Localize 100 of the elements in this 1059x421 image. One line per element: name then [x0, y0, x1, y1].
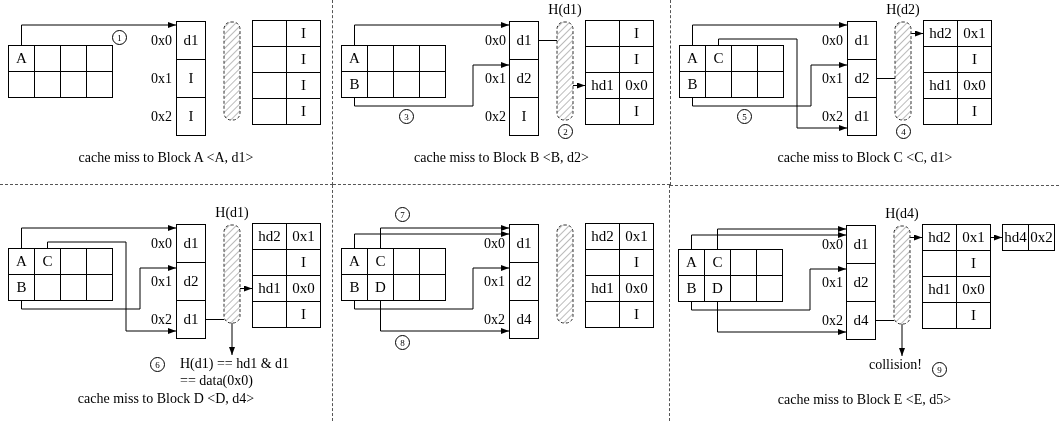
arrow: [21, 265, 177, 310]
data-cell: d2: [509, 262, 539, 301]
callout-number: 5: [737, 109, 752, 124]
address-label: 0x2: [484, 311, 505, 328]
table-cell: [757, 71, 784, 98]
data-cell: d4: [846, 301, 876, 340]
table-cell: [86, 71, 113, 98]
data-cell: d1: [176, 300, 206, 339]
arrow: [354, 62, 510, 107]
address-label: 0x0: [484, 235, 505, 252]
callout-number: 4: [896, 124, 911, 139]
data-cell: d2: [176, 262, 206, 301]
table-cell: [923, 98, 958, 125]
collision-label: collision!: [869, 356, 935, 374]
arrow: [572, 82, 586, 89]
table-cell: [86, 45, 113, 72]
arrow: [380, 225, 510, 249]
address-label: 0x1: [822, 274, 843, 291]
table-cell: [252, 301, 287, 328]
arrow: [354, 265, 510, 310]
panel-label: cache miss to Block D <D, d4>: [77, 391, 255, 407]
table-cell: [252, 98, 287, 125]
callout-number: 9: [932, 362, 947, 377]
table-cell: B: [341, 274, 368, 301]
data-cell: d1: [846, 225, 876, 264]
hash-label: H(d1): [215, 205, 249, 221]
arrow: [717, 301, 847, 335]
table-cell: 0x1: [286, 223, 321, 250]
address-label: 0x0: [485, 32, 506, 49]
table-cell: hd2: [585, 223, 620, 250]
hash-label: H(d4): [885, 206, 919, 222]
data-cell: d1: [176, 21, 206, 60]
arrow: [909, 234, 923, 241]
table-cell: [756, 249, 783, 276]
arrow: [47, 241, 177, 334]
callout-number: 3: [399, 109, 414, 124]
data-cell: d1: [847, 21, 877, 60]
address-label: 0x1: [151, 273, 172, 290]
table-cell: I: [619, 98, 654, 125]
arrow: [899, 323, 905, 357]
table-cell: I: [619, 301, 654, 328]
address-label: 0x0: [822, 32, 843, 49]
data-cell: d2: [509, 59, 539, 98]
table-cell: [419, 45, 446, 72]
address-label: 0x1: [822, 70, 843, 87]
data-cell: d2: [847, 59, 877, 98]
table-cell: hd2: [252, 223, 287, 250]
panel-label: cache miss to Block A <A, d1>: [78, 150, 254, 166]
address-label: 0x0: [822, 236, 843, 253]
table-cell: I: [286, 98, 321, 125]
arrow: [380, 300, 510, 334]
data-cell: d1: [176, 224, 206, 263]
table-cell: 0x2: [1028, 224, 1055, 251]
table-cell: I: [619, 20, 654, 47]
panel-label: cache miss to Block E <E, d5>: [777, 392, 952, 408]
table-cell: [757, 45, 784, 72]
arrow: [239, 285, 253, 292]
panel-label: cache miss to Block C <C, d1>: [777, 150, 953, 166]
table-cell: A: [678, 249, 705, 276]
table-cell: B: [341, 71, 368, 98]
table-cell: I: [957, 98, 992, 125]
data-cell: d1: [847, 97, 877, 136]
arrow: [692, 22, 848, 46]
data-cell: I: [509, 97, 539, 136]
table-cell: A: [679, 45, 706, 72]
callout-number: 6: [150, 357, 165, 372]
hash-label: H(d1): [548, 2, 582, 18]
table-cell: A: [8, 45, 35, 72]
address-label: 0x2: [822, 312, 843, 329]
address-label: 0x2: [151, 108, 172, 125]
arrow: [692, 62, 848, 107]
arrow: [910, 30, 924, 37]
address-label: 0x0: [151, 32, 172, 49]
arrow: [691, 232, 847, 250]
table-cell: [252, 20, 287, 47]
arrow: [717, 226, 847, 250]
table-cell: [86, 274, 113, 301]
address-label: 0x1: [484, 273, 505, 290]
data-cell: I: [176, 59, 206, 98]
arrow: [21, 225, 177, 249]
arrow: [229, 322, 235, 356]
callout-number: 2: [558, 124, 573, 139]
address-label: 0x1: [485, 70, 506, 87]
table-cell: [585, 98, 620, 125]
data-cell: d1: [509, 21, 539, 60]
table-cell: 0x1: [957, 20, 992, 47]
callout-number: 7: [395, 207, 410, 222]
table-cell: hd2: [922, 224, 957, 251]
hash-label: H(d2): [886, 2, 920, 18]
data-cell: d4: [509, 300, 539, 339]
table-cell: A: [341, 248, 368, 275]
arrow: [21, 22, 177, 46]
data-cell: d1: [509, 224, 539, 263]
data-cell: d2: [846, 263, 876, 302]
arrow: [354, 231, 510, 249]
table-cell: I: [286, 301, 321, 328]
table-cell: B: [8, 274, 35, 301]
table-cell: A: [8, 248, 35, 275]
table-cell: hd2: [923, 20, 958, 47]
table-cell: 0x1: [619, 223, 654, 250]
